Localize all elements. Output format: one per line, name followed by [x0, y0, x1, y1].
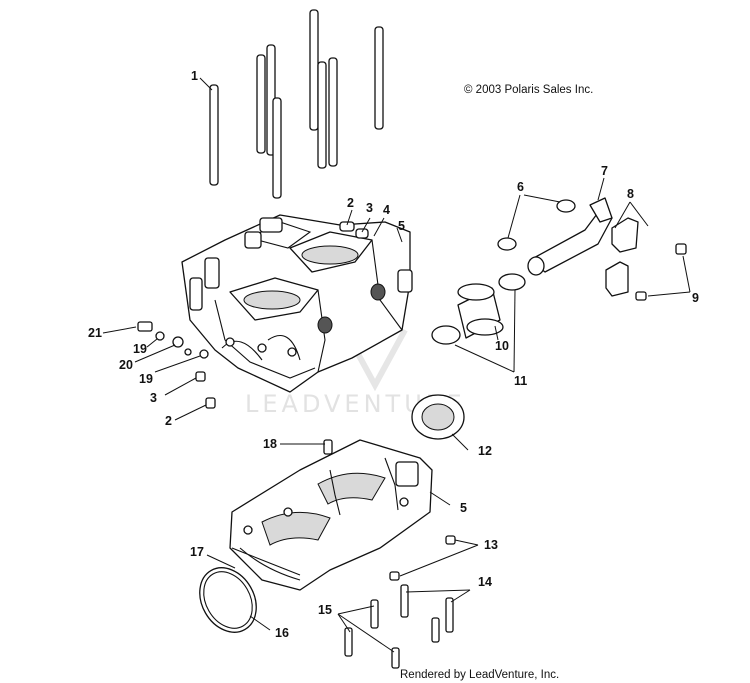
callout-5-lower: 5: [460, 501, 467, 515]
callout-13: 13: [484, 538, 498, 552]
callout-9: 9: [692, 291, 699, 305]
callout-21: 21: [88, 326, 102, 340]
crank-o-ring: [199, 554, 271, 633]
callout-19-upper: 19: [133, 342, 147, 356]
cylinder-studs: [209, 9, 384, 199]
brackets: [605, 201, 691, 301]
case-bolts: [337, 535, 479, 669]
callout-10: 10: [495, 339, 509, 353]
upper-crankcase: [181, 214, 413, 393]
callout-20: 20: [119, 358, 133, 372]
copyright-text: © 2003 Polaris Sales Inc.: [464, 84, 593, 96]
dowel-pins-upper: [339, 209, 385, 239]
callout-6: 6: [517, 180, 524, 194]
callout-12: 12: [478, 444, 492, 458]
callout-16: 16: [275, 626, 289, 640]
callout-14: 14: [478, 575, 492, 589]
callout-7: 7: [601, 164, 608, 178]
callout-3-lower: 3: [150, 391, 157, 405]
callout-2-lower: 2: [165, 414, 172, 428]
callout-labels: 1 2 3 4 5 6 7 8 9 10 11 12 21 19 20 19 3…: [88, 69, 699, 640]
callout-11: 11: [514, 374, 527, 388]
coolant-fitting: [497, 177, 613, 276]
callout-17: 17: [190, 545, 204, 559]
callout-18: 18: [263, 437, 277, 451]
left-fasteners: [102, 321, 216, 421]
callout-19-lower: 19: [139, 372, 153, 386]
callout-4: 4: [383, 203, 390, 217]
hose-and-clamps: [431, 273, 526, 373]
callout-5-top: 5: [398, 219, 405, 233]
callout-1: 1: [191, 69, 198, 83]
crank-seal: [411, 394, 469, 451]
callout-3-top: 3: [366, 201, 373, 215]
callout-2-top: 2: [347, 196, 354, 210]
callout-15: 15: [318, 603, 332, 617]
rendered-by-text: Rendered by LeadVenture, Inc.: [400, 669, 559, 681]
lower-crankcase: [229, 439, 451, 591]
callout-8: 8: [627, 187, 634, 201]
